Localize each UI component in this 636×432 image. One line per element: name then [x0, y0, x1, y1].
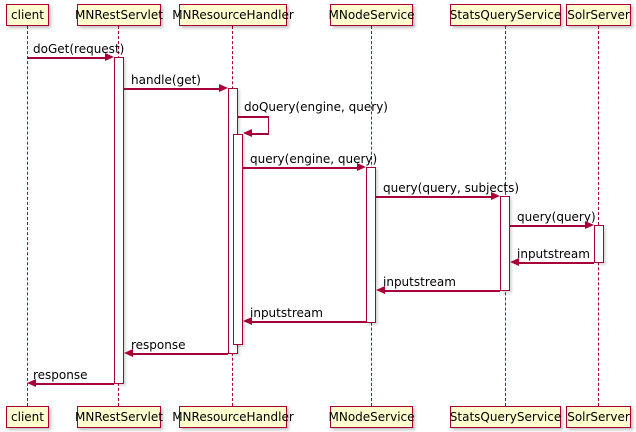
participant-bottom-mnodeservice: MNodeService — [328, 406, 415, 428]
activation-statsqueryservice — [500, 196, 510, 291]
arrowhead-icon — [243, 129, 252, 137]
participant-label: MNResourceHandler — [172, 410, 294, 424]
message-line — [133, 353, 228, 355]
message-label: inputstream — [250, 306, 323, 320]
message-line — [376, 196, 491, 198]
arrowhead-icon — [376, 286, 385, 294]
message-line — [124, 88, 219, 90]
participant-top-client: client — [6, 4, 49, 26]
arrowhead-icon — [27, 379, 36, 387]
arrowhead-icon — [124, 349, 133, 357]
activation-mnrestservlet — [114, 57, 124, 384]
arrowhead-icon — [510, 258, 519, 266]
participant-label: MNodeService — [328, 8, 415, 22]
message-label: query(query) — [517, 210, 596, 224]
message-line — [385, 290, 500, 292]
participant-label: client — [11, 410, 44, 424]
participant-top-mnrestservlet: MNRestServlet — [75, 4, 163, 26]
message-label: inputstream — [517, 247, 590, 261]
message-label: inputstream — [383, 275, 456, 289]
participant-bottom-mnrestservlet: MNRestServlet — [75, 406, 163, 428]
participant-label: StatsQueryService — [449, 410, 562, 424]
message-label: query(query, subjects) — [383, 181, 520, 195]
participant-label: SolrServer — [567, 410, 630, 424]
participant-top-mnodeservice: MNodeService — [328, 4, 415, 26]
activation-solrserver — [594, 225, 604, 263]
message-label: query(engine, query) — [250, 152, 378, 166]
message-line — [252, 321, 366, 323]
activation-mnodeservice — [366, 167, 376, 323]
arrowhead-icon — [357, 163, 366, 171]
arrowhead-icon — [219, 84, 228, 92]
message-label: doQuery(engine, query) — [244, 100, 388, 114]
message-label: response — [33, 368, 88, 382]
arrowhead-icon — [243, 317, 252, 325]
message-label: handle(get) — [131, 73, 201, 87]
message-line — [510, 225, 585, 227]
lifeline-client — [27, 26, 28, 406]
self-message-top-line — [238, 116, 269, 118]
message-label: doGet(request) — [33, 42, 125, 56]
participant-top-mnresourcehandler: MNResourceHandler — [172, 4, 294, 26]
participant-label: SolrServer — [567, 8, 630, 22]
self-message-side-line — [267, 116, 269, 134]
participant-bottom-mnresourcehandler: MNResourceHandler — [172, 406, 294, 428]
participant-bottom-solrserver: SolrServer — [566, 406, 631, 428]
message-line — [27, 57, 105, 59]
arrowhead-icon — [491, 192, 500, 200]
participant-label: MNRestServlet — [75, 8, 163, 22]
message-line — [36, 383, 114, 385]
activation-mnresourcehandler-nested — [233, 134, 243, 345]
participant-bottom-statsqueryservice: StatsQueryService — [450, 406, 561, 428]
participant-label: MNRestServlet — [75, 410, 163, 424]
message-label: response — [131, 338, 186, 352]
participant-label: StatsQueryService — [449, 8, 562, 22]
participant-bottom-client: client — [6, 406, 49, 428]
arrowhead-icon — [585, 221, 594, 229]
self-message-bottom-line — [252, 133, 269, 135]
message-line — [519, 262, 594, 264]
message-line — [243, 167, 357, 169]
participant-top-statsqueryservice: StatsQueryService — [450, 4, 561, 26]
arrowhead-icon — [105, 53, 114, 61]
participant-label: client — [11, 8, 44, 22]
participant-label: MNodeService — [328, 410, 415, 424]
lifeline-solrserver — [598, 26, 599, 406]
participant-label: MNResourceHandler — [172, 8, 294, 22]
participant-top-solrserver: SolrServer — [566, 4, 631, 26]
